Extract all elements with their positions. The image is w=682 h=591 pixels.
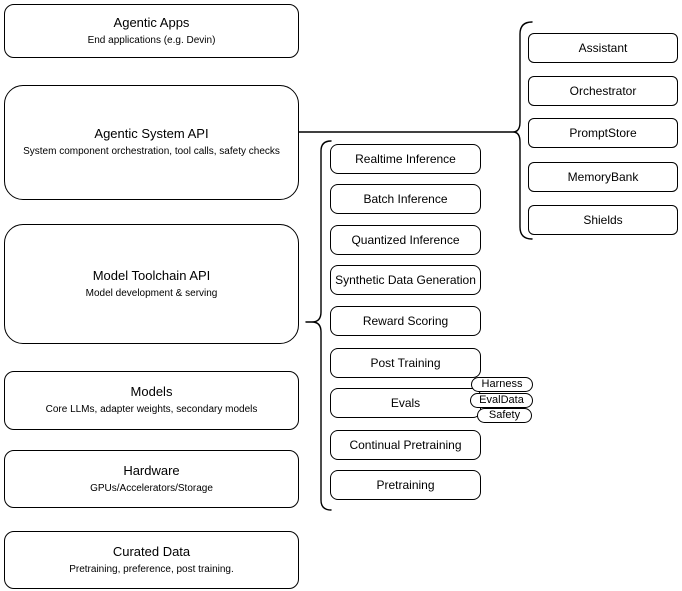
- node-synthetic-data-generation: Synthetic Data Generation: [330, 265, 481, 295]
- toolchain-api-to-toolchain-brace: [305, 140, 332, 511]
- node-title: Models: [130, 384, 173, 400]
- node-title: Agentic System API: [94, 126, 209, 142]
- node-model-toolchain-api: Model Toolchain API Model development & …: [4, 224, 299, 344]
- node-continual-pretraining: Continual Pretraining: [330, 430, 481, 460]
- badge-evaldata: EvalData: [470, 393, 533, 408]
- node-batch-inference: Batch Inference: [330, 184, 481, 214]
- node-quantized-inference: Quantized Inference: [330, 225, 481, 255]
- node-evals: Evals: [330, 388, 481, 418]
- node-models: Models Core LLMs, adapter weights, secon…: [4, 371, 299, 430]
- system-api-to-components-connector: [298, 21, 533, 240]
- badge-safety: Safety: [477, 408, 532, 423]
- node-promptstore: PromptStore: [528, 118, 678, 148]
- node-post-training: Post Training: [330, 348, 481, 378]
- node-orchestrator: Orchestrator: [528, 76, 678, 106]
- node-memorybank: MemoryBank: [528, 162, 678, 192]
- node-curated-data: Curated Data Pretraining, preference, po…: [4, 531, 299, 589]
- node-subtitle: Pretraining, preference, post training.: [69, 563, 234, 575]
- node-title: Curated Data: [112, 543, 191, 559]
- node-pretraining: Pretraining: [330, 470, 481, 500]
- node-subtitle: End applications (e.g. Devin): [87, 34, 216, 46]
- node-title: Model Toolchain API: [92, 267, 211, 283]
- node-realtime-inference: Realtime Inference: [330, 144, 481, 174]
- node-subtitle: Core LLMs, adapter weights, secondary mo…: [45, 404, 258, 416]
- node-reward-scoring: Reward Scoring: [330, 306, 481, 336]
- node-title: Agentic Apps: [113, 14, 190, 30]
- node-subtitle: System component orchestration, tool cal…: [23, 146, 280, 158]
- node-subtitle: GPUs/Accelerators/Storage: [90, 482, 213, 494]
- node-shields: Shields: [528, 205, 678, 235]
- badge-harness: Harness: [471, 377, 533, 392]
- node-assistant: Assistant: [528, 33, 678, 63]
- node-title: Hardware: [123, 462, 180, 478]
- node-agentic-system-api: Agentic System API System component orch…: [4, 85, 299, 200]
- node-subtitle: Model development & serving: [85, 287, 218, 299]
- node-hardware: Hardware GPUs/Accelerators/Storage: [4, 450, 299, 508]
- node-agentic-apps: Agentic Apps End applications (e.g. Devi…: [4, 4, 299, 58]
